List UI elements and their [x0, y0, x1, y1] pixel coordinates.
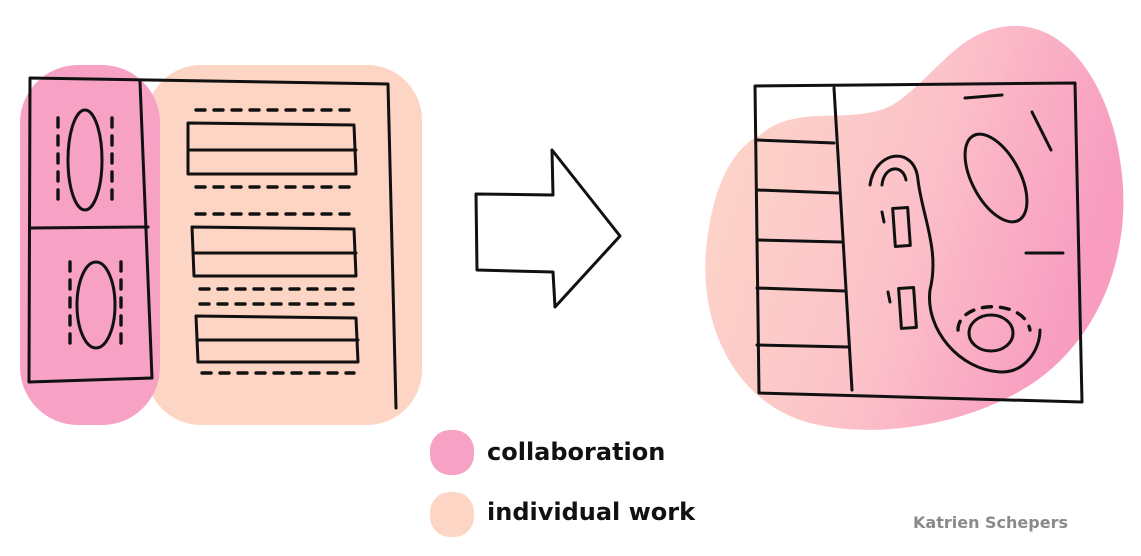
collaboration-zone — [20, 65, 160, 425]
small-table-bottom — [897, 285, 918, 330]
meeting-table-bottom — [75, 260, 117, 350]
divider-vertical — [138, 80, 154, 380]
author-credit: Katrien Schepers — [913, 513, 1068, 532]
legend-swatch-collaboration — [430, 430, 474, 475]
divider-horizontal — [28, 225, 150, 230]
desk-row-3 — [194, 314, 360, 364]
legend-label-collaboration: collaboration — [487, 438, 666, 466]
shelf-divider — [832, 86, 854, 392]
oval-table-accents — [963, 93, 1065, 255]
room-outline-left — [27, 76, 398, 410]
desk-row-2 — [190, 225, 358, 278]
oval-table — [963, 132, 1029, 224]
small-table-bottom-chair — [886, 290, 892, 304]
small-table-top — [891, 205, 912, 248]
collaboration-blob — [705, 25, 1124, 430]
curved-bench — [868, 154, 1042, 374]
shelving-lines — [755, 138, 851, 349]
legend-label-individual-work: individual work — [487, 498, 696, 526]
desk-row-1 — [186, 121, 358, 176]
chairs-top — [56, 116, 114, 202]
legend-swatch-individual-work — [430, 492, 474, 537]
room-outline-right — [753, 81, 1084, 404]
bench-inner — [880, 167, 908, 187]
transition-arrow — [474, 148, 622, 309]
current-layout — [20, 65, 422, 425]
small-table-top-chair — [880, 210, 886, 224]
meeting-table-top — [66, 108, 104, 212]
round-table-chairs — [956, 305, 1032, 332]
new-layout — [705, 25, 1124, 430]
round-table — [967, 313, 1015, 353]
individual-work-zone — [146, 65, 422, 425]
chairs-bottom — [68, 260, 123, 347]
